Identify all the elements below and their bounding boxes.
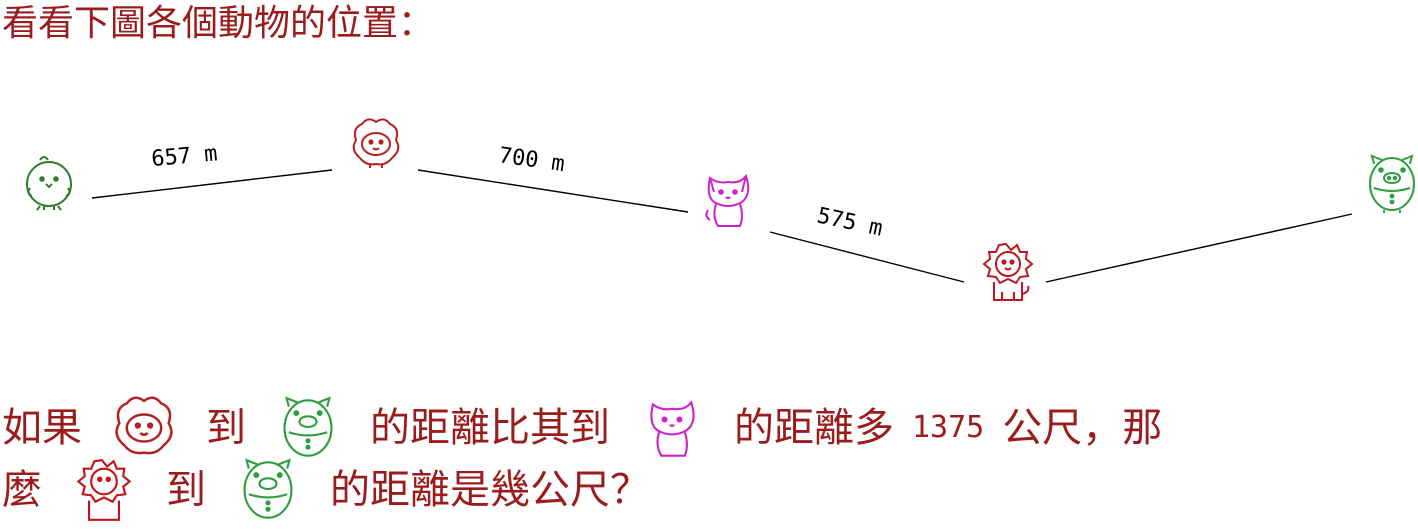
cat-icon — [705, 173, 750, 227]
difference-value: 1375 — [912, 410, 985, 445]
chick-icon — [26, 156, 72, 211]
question-text-1a: 如果 — [2, 405, 82, 451]
cat-icon — [640, 396, 704, 460]
question-text-1d: 的距離多 — [734, 405, 894, 451]
lion-icon — [72, 458, 136, 522]
question-text-2b: 到 — [166, 467, 206, 513]
page-title: 看看下圖各個動物的位置： — [2, 3, 435, 44]
distance-label-2: 700 m — [497, 143, 566, 177]
question-text-1e: 公尺，那 — [1002, 405, 1163, 451]
question-line-1: 如果 到 的距離比其到 — [2, 396, 1162, 460]
animal-position-diagram: 657 m 700 m 575 m — [26, 118, 1415, 301]
sheep-icon — [352, 118, 400, 168]
question-line-2: 麼 到 的距離是幾公尺？ — [2, 458, 650, 522]
pig-icon — [1369, 154, 1415, 213]
segment-sheep-cat — [417, 169, 689, 213]
sheep-icon — [112, 396, 176, 460]
question-text-1c: 的距離比其到 — [370, 405, 610, 451]
segment-chick-sheep — [91, 169, 333, 199]
segment-lion-pig — [1045, 213, 1353, 283]
pig-icon — [236, 458, 300, 522]
question-text-2c: 的距離是幾公尺？ — [330, 467, 650, 513]
segment-cat-lion — [769, 231, 965, 283]
question-text-1b: 到 — [206, 405, 246, 451]
pig-icon — [276, 396, 340, 460]
distance-label-3: 575 m — [815, 203, 885, 241]
question-text-2a: 麼 — [2, 467, 42, 513]
lion-icon — [982, 242, 1034, 301]
distance-label-1: 657 m — [150, 141, 218, 172]
